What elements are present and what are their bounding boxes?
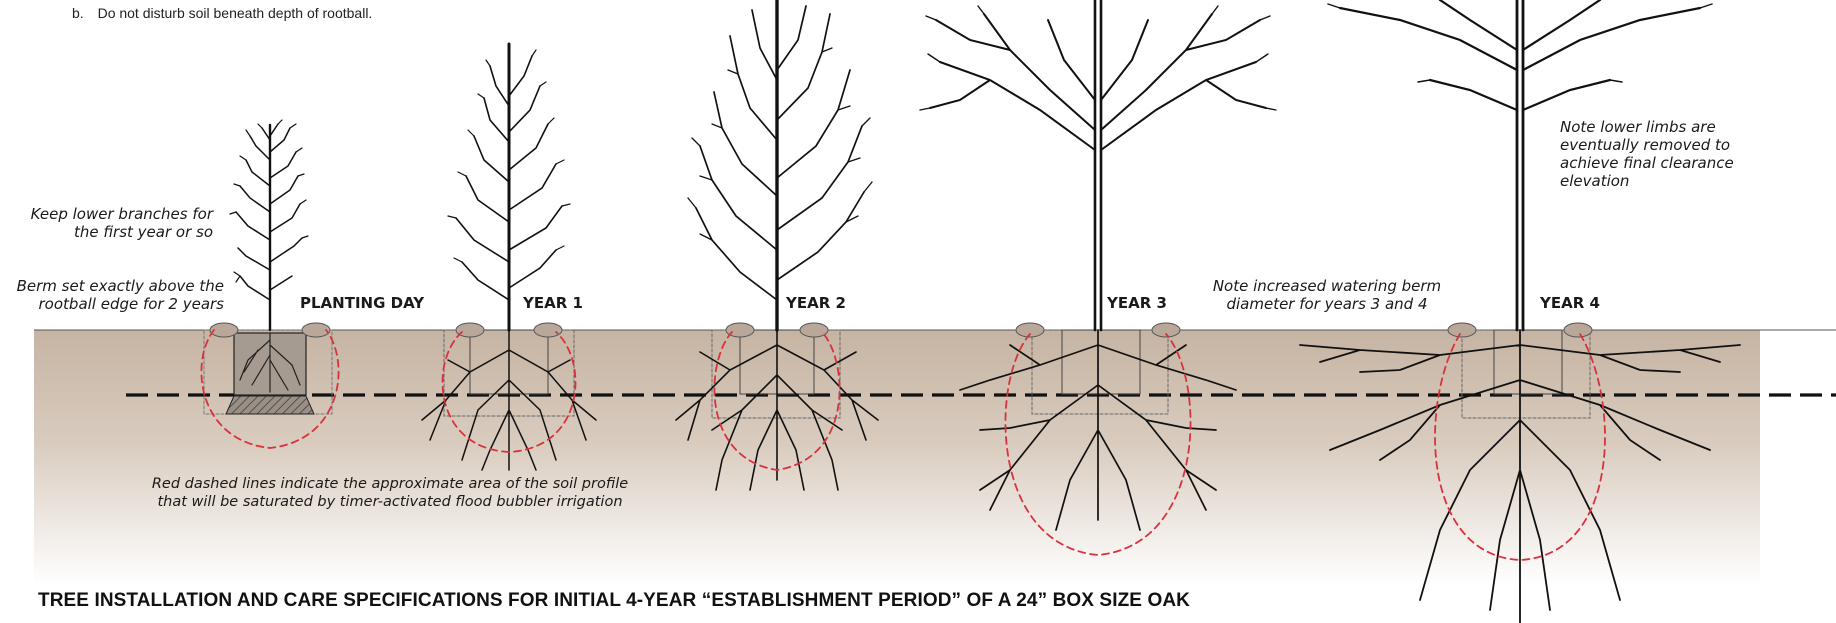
berm-set-line-2: rootball edge for 2 years bbox=[17, 295, 224, 313]
keep-branches-note: Keep lower branches for the first year o… bbox=[31, 205, 213, 241]
header-note-marker: b. bbox=[72, 5, 84, 21]
header-note: b. Do not disturb soil beneath depth of … bbox=[72, 5, 372, 21]
lower-limbs-line-3: achieve final clearance bbox=[1560, 154, 1734, 172]
saturation-note: Red dashed lines indicate the approximat… bbox=[120, 475, 660, 511]
stage-label-year-1: YEAR 1 bbox=[523, 294, 583, 312]
lower-limbs-line-2: eventually removed to bbox=[1560, 136, 1734, 154]
diagram-title: TREE INSTALLATION AND CARE SPECIFICATION… bbox=[38, 590, 1190, 612]
header-note-text: Do not disturb soil beneath depth of roo… bbox=[98, 5, 373, 21]
stage-label-year-4: YEAR 4 bbox=[1540, 294, 1600, 312]
stage-label-year-3: YEAR 3 bbox=[1107, 294, 1167, 312]
stage-label-planting-day: PLANTING DAY bbox=[300, 294, 424, 312]
saturation-line-2: that will be saturated by timer-activate… bbox=[120, 493, 660, 511]
watering-berm-note: Note increased watering berm diameter fo… bbox=[1197, 277, 1457, 313]
watering-berm-line-1: Note increased watering berm bbox=[1197, 277, 1457, 295]
berm-set-line-1: Berm set exactly above the bbox=[17, 277, 224, 295]
berm-set-note: Berm set exactly above the rootball edge… bbox=[17, 277, 224, 313]
stage-label-year-2: YEAR 2 bbox=[786, 294, 846, 312]
lower-limbs-note: Note lower limbs are eventually removed … bbox=[1560, 118, 1734, 190]
keep-branches-line-1: Keep lower branches for bbox=[31, 205, 213, 223]
lower-limbs-line-4: elevation bbox=[1560, 172, 1734, 190]
watering-berm-line-2: diameter for years 3 and 4 bbox=[1197, 295, 1457, 313]
saturation-line-1: Red dashed lines indicate the approximat… bbox=[120, 475, 660, 493]
lower-limbs-line-1: Note lower limbs are bbox=[1560, 118, 1734, 136]
keep-branches-line-2: the first year or so bbox=[31, 223, 213, 241]
